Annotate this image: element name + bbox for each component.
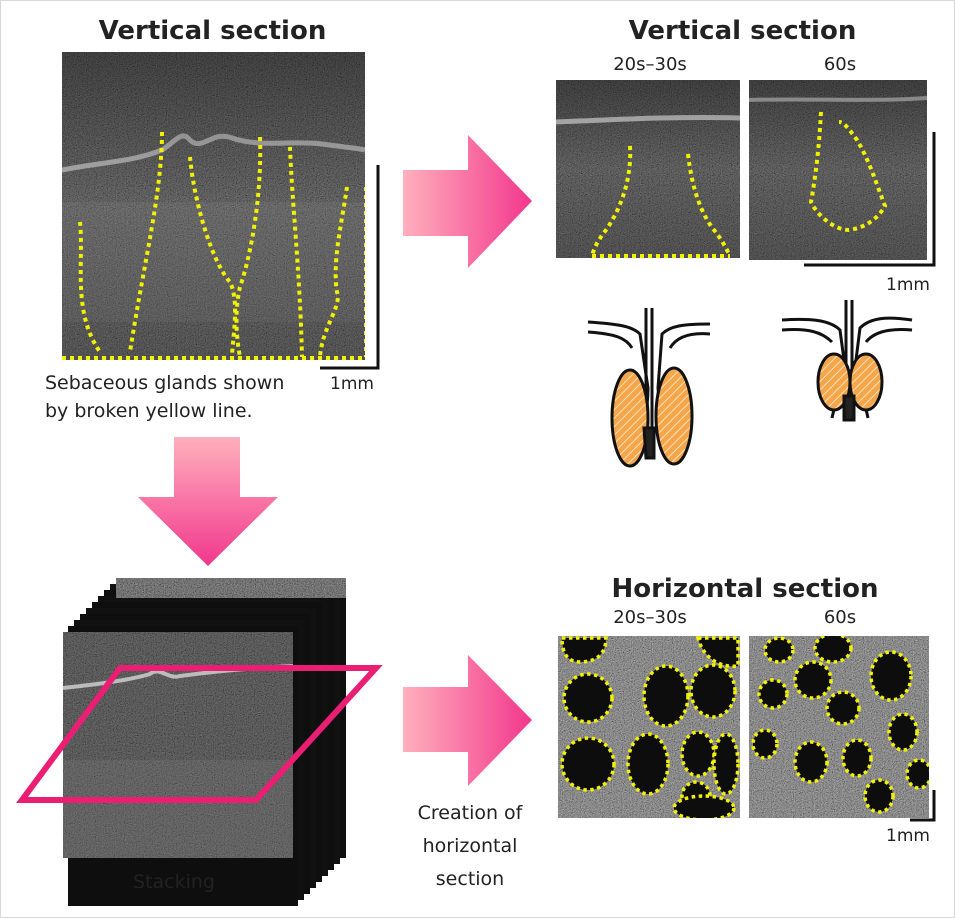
top-right-label-old: 60s xyxy=(823,54,857,75)
vertical-section-scan xyxy=(62,52,365,360)
caption-creation-line2: horizontal xyxy=(422,835,518,857)
vertical-scan-young xyxy=(556,80,740,258)
top-right-title: Vertical section xyxy=(628,16,857,46)
caption-creation-line3: section xyxy=(435,868,505,890)
vertical-scan-old xyxy=(749,80,927,260)
bottom-right-label-old: 60s xyxy=(823,607,857,628)
top-left-scale-label: 1mm xyxy=(330,374,374,394)
caption-stacking: Stacking xyxy=(133,871,215,893)
horizontal-scan-old xyxy=(749,636,929,818)
caption-sebaceous-line1: Sebaceous glands shown xyxy=(45,372,285,394)
top-right-label-young: 20s–30s xyxy=(613,54,687,75)
horizontal-scan-young xyxy=(558,636,740,818)
top-left-title: Vertical section xyxy=(98,16,327,46)
caption-sebaceous-line2: by broken yellow line. xyxy=(45,400,253,422)
top-right-scale-label: 1mm xyxy=(886,275,930,295)
bottom-right-title: Horizontal section xyxy=(611,574,879,604)
bottom-right-label-young: 20s–30s xyxy=(613,607,687,628)
bottom-right-scale-label: 1mm xyxy=(886,826,930,846)
caption-creation-line1: Creation of xyxy=(417,802,523,824)
